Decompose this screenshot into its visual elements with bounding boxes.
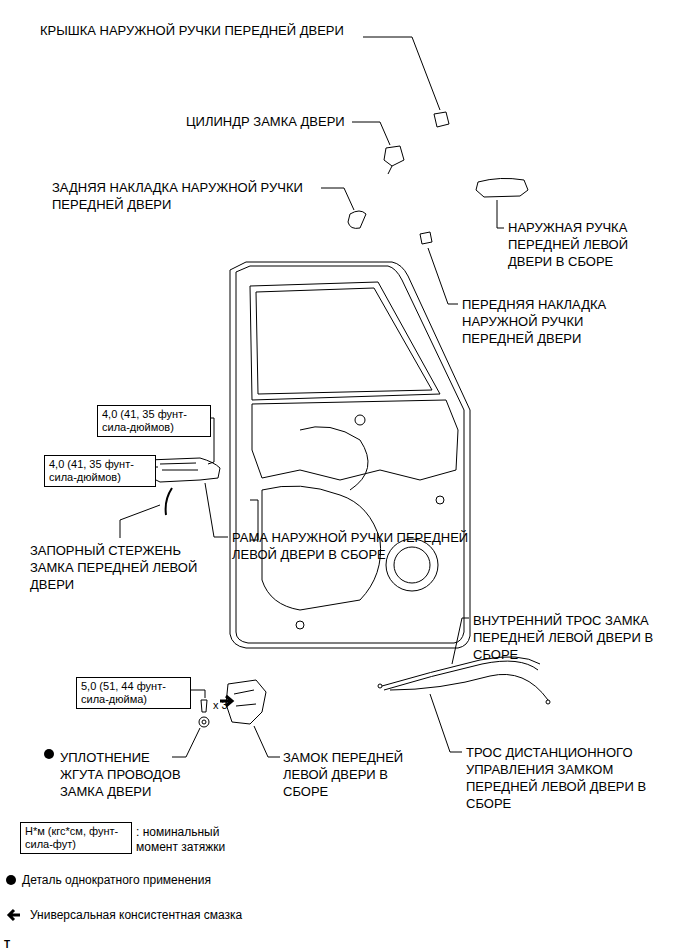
front-handle-pad [420, 232, 432, 244]
torque-box: 4,0 (41, 35 фунт-сила-дюймов) [97, 405, 211, 437]
torque-box: 4,0 (41, 35 фунт-сила-дюймов) [44, 455, 156, 487]
quantity-note: x 3 [213, 697, 228, 714]
legend-arrow [9, 910, 20, 920]
part-label: ЗАПОРНЫЙ СТЕРЖЕНЬ ЗАМКА ПЕРЕДНЕЙ ЛЕВОЙ Д… [30, 542, 210, 593]
legend-text: Деталь однократного применения [22, 873, 211, 888]
rear-handle-pad [348, 211, 366, 228]
part-label: ПЕРЕДНЯЯ НАКЛАДКА НАРУЖНОЙ РУЧКИ ПЕРЕДНЕ… [462, 296, 618, 347]
legend-text: Универсальная консистентная смазка [30, 908, 242, 923]
harness-seal [199, 717, 209, 727]
screw [201, 700, 207, 712]
legend-dot [6, 875, 16, 885]
part-label: ТРОС ДИСТАНЦИОННОГО УПРАВЛЕНИЯ ЗАМКОМ ПЕ… [466, 744, 656, 812]
part-label: УПЛОТНЕНИЕ ЖГУТА ПРОВОДОВ ЗАМКА ДВЕРИ [60, 749, 182, 800]
lock-rod [166, 488, 172, 515]
leader-lines [120, 37, 504, 757]
torque-box: 5,0 (51, 44 фунт-сила-дюйма) [76, 677, 191, 709]
handle-cover [434, 112, 449, 127]
part-label: ЦИЛИНДР ЗАМКА ДВЕРИ [186, 113, 345, 130]
outside-handle [476, 178, 528, 197]
figure-mark: Т [4, 936, 10, 952]
part-label: НАРУЖНАЯ РУЧКА ПЕРЕДНЕЙ ЛЕВОЙ ДВЕРИ В СБ… [508, 219, 650, 270]
part-label: РАМА НАРУЖНОЙ РУЧКИ ПЕРЕДНЕЙ ЛЕВОЙ ДВЕРИ… [232, 529, 496, 563]
torque-value: 5,0 (51, 44 фунт-сила-дюйма) [81, 680, 186, 706]
part-label: ЗАДНЯЯ НАКЛАДКА НАРУЖНОЙ РУЧКИ ПЕРЕДНЕЙ … [52, 179, 324, 213]
door-panel [230, 262, 470, 648]
torque-value: Н*м (кгс*см, фунт-сила-фут) [25, 825, 127, 851]
one-time-part-mark [44, 749, 54, 759]
legend-text: : номинальный момент затяжки [136, 825, 254, 855]
torque-value: 4,0 (41, 35 фунт-сила-дюймов) [49, 458, 151, 484]
part-label: КРЫШКА НАРУЖНОЙ РУЧКИ ПЕРЕДНЕЙ ДВЕРИ [40, 22, 344, 39]
cables [378, 657, 550, 704]
part-label: ВНУТРЕННИЙ ТРОС ЗАМКА ПЕРЕДНЕЙ ЛЕВОЙ ДВЕ… [473, 612, 665, 663]
torque-box: Н*м (кгс*см, фунт-сила-фут) [20, 822, 132, 854]
handle-frame [148, 458, 220, 482]
torque-value: 4,0 (41, 35 фунт-сила-дюймов) [102, 408, 206, 434]
part-label: ЗАМОК ПЕРЕДНЕЙ ЛЕВОЙ ДВЕРИ В СБОРЕ [283, 749, 405, 800]
lock-cylinder [384, 146, 404, 166]
